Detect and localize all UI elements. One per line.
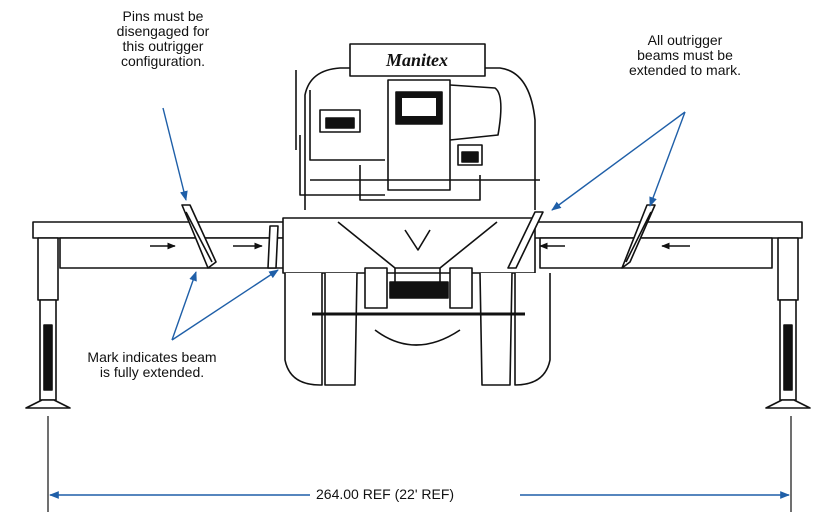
right-jack-leg	[765, 237, 811, 409]
outrigger-beam	[32, 217, 803, 291]
cab-structure	[295, 43, 540, 210]
inner-beam-marks	[267, 211, 544, 269]
left-pin-housing	[181, 204, 217, 269]
mark-callout: Mark indicates beam is fully extended.	[87, 349, 217, 380]
axle-assembly	[312, 229, 525, 316]
callout-leaders	[162, 107, 686, 341]
overall-width-dimension: 264.00 REF (22' REF)	[310, 486, 461, 502]
outrigger-beams-callout: All outrigger beams must be extended to …	[628, 32, 742, 78]
left-jack-leg	[25, 237, 71, 409]
pins-callout: Pins must be disengaged for this outrigg…	[116, 8, 210, 69]
dimension-extension-lines	[47, 416, 792, 512]
manitex-logo: Manitex	[385, 50, 448, 70]
tires	[284, 272, 551, 386]
